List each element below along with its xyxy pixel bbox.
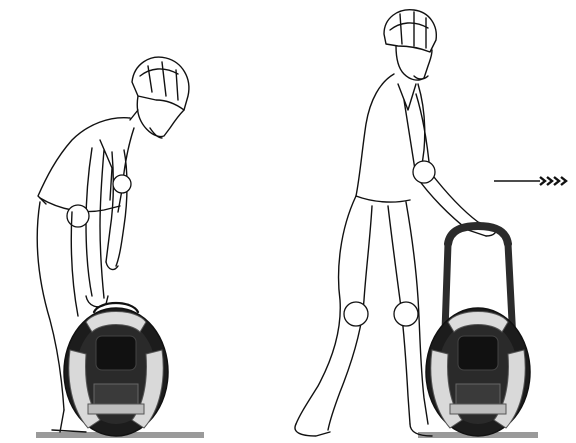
left-face (137, 96, 184, 137)
right-front-knee-joint (394, 302, 418, 326)
right-trolley-grip (448, 226, 508, 244)
right-elbow-joint (413, 161, 435, 183)
left-far-elbow-joint (113, 175, 131, 193)
left-scene (36, 57, 204, 438)
right-back (356, 74, 394, 196)
triple-chevron-right-arrow-icon (494, 177, 566, 185)
left-helmet (132, 57, 189, 110)
right-helmet (384, 10, 436, 52)
right-back-knee-joint (344, 302, 368, 326)
left-near-elbow-joint (67, 205, 89, 227)
left-back-leg (37, 202, 64, 410)
right-scene (295, 10, 538, 438)
left-unicycle (64, 303, 168, 436)
right-unicycle (426, 226, 530, 436)
